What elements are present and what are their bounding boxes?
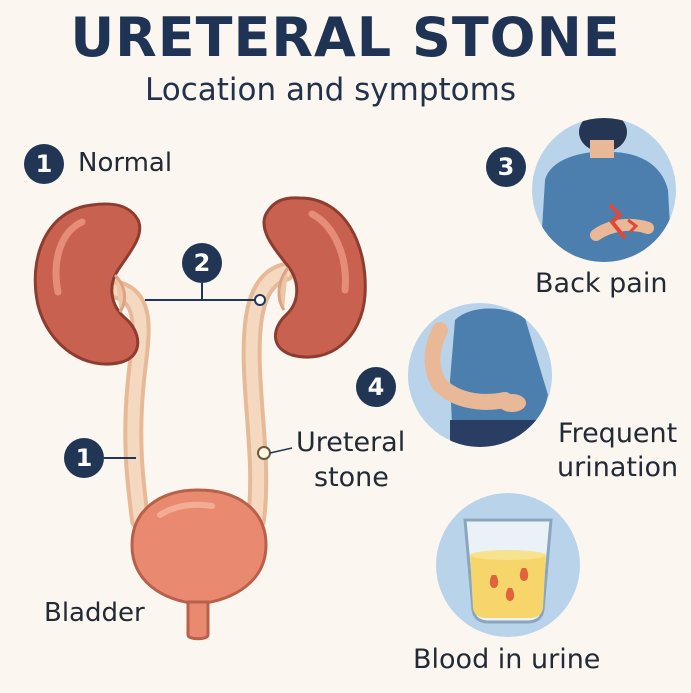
blood-in-urine-illustration bbox=[436, 493, 580, 637]
left-ureter-inner bbox=[112, 284, 147, 526]
badge-normal: 1 bbox=[24, 144, 64, 184]
left-kidney bbox=[33, 202, 142, 366]
label-back-pain: Back pain bbox=[535, 268, 668, 299]
badge-frequent-urination: 4 bbox=[356, 367, 396, 407]
label-frequent-line1: Frequent bbox=[558, 418, 678, 449]
badge-back-pain: 3 bbox=[486, 147, 526, 187]
right-ureter-inner bbox=[245, 266, 291, 526]
label-frequent-line2: urination bbox=[557, 452, 679, 483]
badge-ureter: 1 bbox=[64, 438, 104, 478]
bladder bbox=[130, 488, 268, 641]
badge-stone-location: 2 bbox=[182, 243, 222, 283]
label-bladder: Bladder bbox=[44, 598, 145, 628]
stone-marker-upper bbox=[254, 294, 266, 306]
label-ureteral-stone-line1: Ureteral bbox=[296, 427, 406, 458]
label-ureteral-stone-line2: stone bbox=[314, 462, 389, 493]
label-normal: Normal bbox=[78, 148, 173, 178]
back-pain-illustration bbox=[532, 118, 676, 262]
stone-marker-lower bbox=[257, 446, 271, 460]
label-blood-in-urine: Blood in urine bbox=[413, 644, 601, 675]
page-title: URETERAL STONE bbox=[70, 6, 621, 69]
frequent-urination-illustration bbox=[408, 303, 552, 447]
page-subtitle: Location and symptoms bbox=[145, 72, 516, 108]
right-kidney bbox=[262, 196, 367, 359]
